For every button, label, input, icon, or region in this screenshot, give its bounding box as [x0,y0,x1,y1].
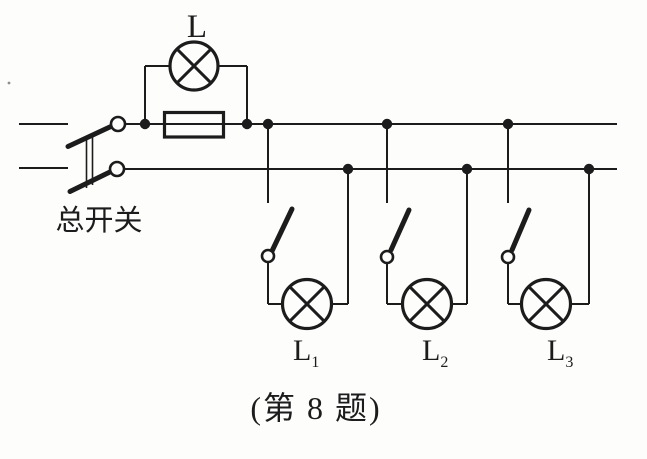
main-lamp-label: L [187,9,207,45]
switch-terminal [260,248,276,264]
branch-lamp-label-2: L2 [422,334,448,371]
branch-lamp-label-3-sub: 3 [565,354,573,371]
branch-lamp-label-3-base: L [547,334,565,367]
junction-dot [139,118,151,130]
lamp-L2-symbol-cross [408,285,446,323]
junction-dot [461,163,473,175]
branch3-switch-blade [509,207,532,253]
lamp-L3-symbol-cross [527,285,565,323]
switch-terminal [379,249,395,265]
junction-dot [502,118,514,130]
drawing-layer [7,40,617,331]
switch-terminal [108,160,126,178]
print-speck [7,81,11,85]
junction-dot [241,118,253,130]
lamp-L2-symbol [400,277,454,331]
caption: (第 8 题) [250,390,381,426]
switch-terminal [109,115,127,133]
branch-lamp-label-1: L1 [293,334,319,371]
main-switch-label: 总开关 [55,204,142,237]
junction-dot [381,118,393,130]
lamp-L1-symbol-cross [288,285,326,323]
junction-dot [342,163,354,175]
branch2-switch-blade [388,207,412,253]
junction-dot [583,163,595,175]
lamp-L3-symbol [519,277,573,331]
lamp-L-symbol [168,40,220,92]
lamp-L-symbol-cross [175,47,213,85]
fuse-symbol [162,110,226,139]
main-switch-bottom-blade [67,168,115,194]
switch-terminal [500,249,516,265]
main-switch-top-blade [65,123,115,149]
branch-lamp-label-2-sub: 2 [440,354,448,371]
branch-lamp-label-1-sub: 1 [311,354,319,371]
branch1-switch-blade [269,206,295,254]
junction-dot [262,118,274,130]
branch-lamp-label-3: L3 [547,334,573,371]
branch-lamp-label-2-base: L [422,334,440,367]
branch-lamp-label-1-base: L [293,334,311,367]
lamp-L1-symbol [280,277,334,331]
